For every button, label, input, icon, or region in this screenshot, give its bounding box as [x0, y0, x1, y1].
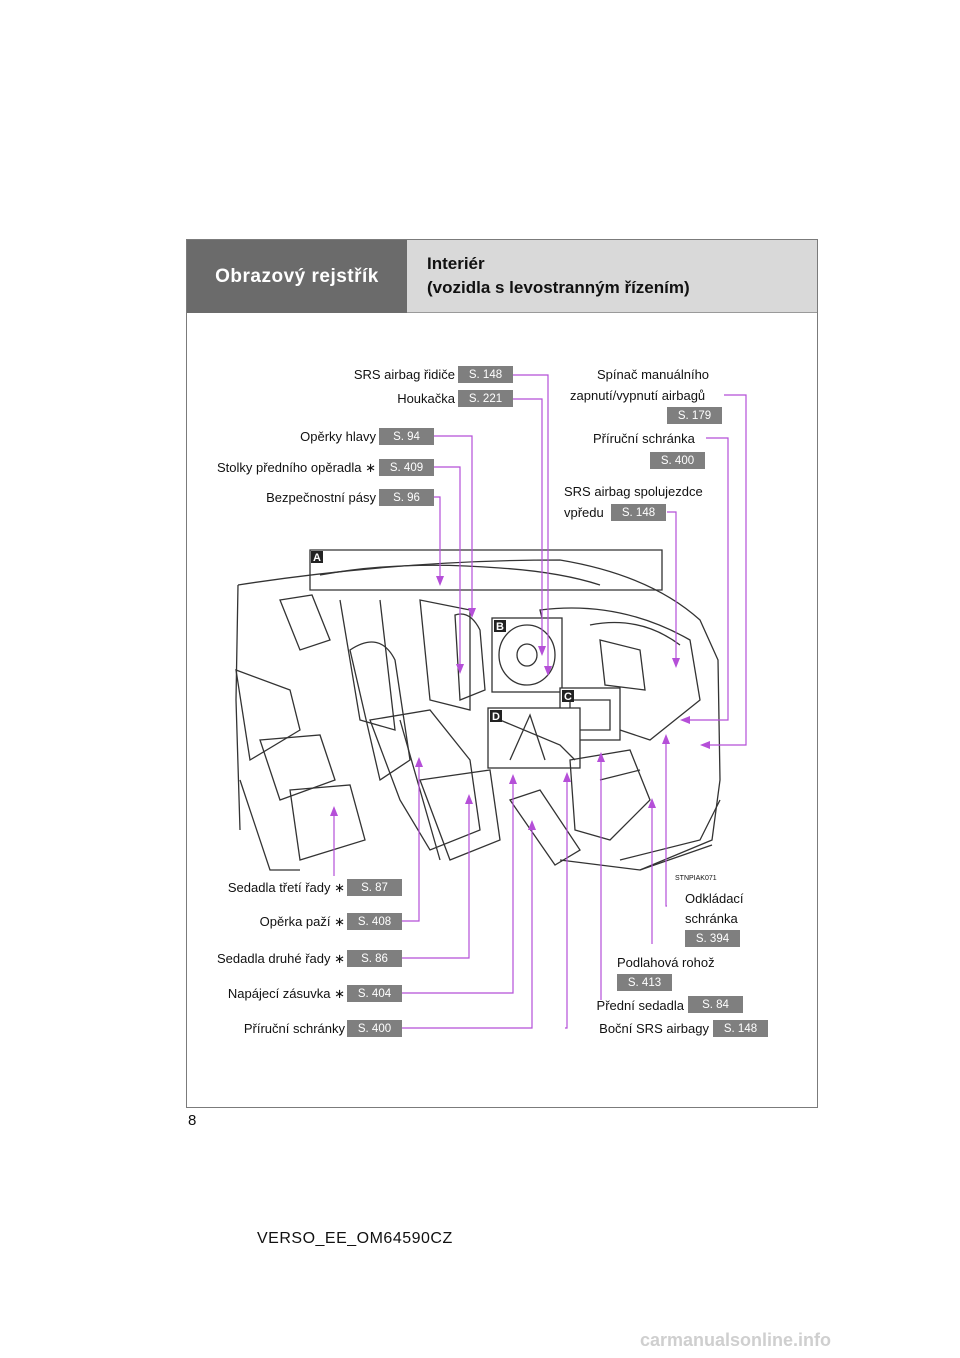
- armrest-label: Opěrka paží ∗: [259, 914, 345, 929]
- glove-box-label: Příruční schránka: [593, 431, 695, 446]
- horn-label: Houkačka: [397, 391, 455, 406]
- third-row-label: Sedadla třetí řady ∗: [227, 880, 345, 895]
- power-outlet-label: Napájecí zásuvka ∗: [227, 986, 345, 1001]
- side-airbags-label: Boční SRS airbagy: [599, 1021, 709, 1036]
- storage-boxes-label: Příruční schránky: [243, 1021, 345, 1036]
- third-row-ref[interactable]: S. 87: [347, 879, 402, 896]
- seat-belts-label: Bezpečnostní pásy: [266, 490, 376, 505]
- watermark: carmanualsonline.info: [640, 1330, 832, 1350]
- glove-box-ref[interactable]: S. 400: [650, 452, 705, 469]
- page-frame: [186, 239, 818, 1108]
- front-seats-ref[interactable]: S. 84: [688, 996, 743, 1013]
- airbag-switch-label-1: Spínač manuálního: [597, 367, 710, 382]
- seatback-tables-ref[interactable]: S. 409: [379, 459, 434, 476]
- section-tab: Obrazový rejstřík: [187, 240, 407, 313]
- marker-b: B: [496, 621, 504, 633]
- storage-boxes-ref[interactable]: S. 400: [347, 1020, 402, 1037]
- horn-ref[interactable]: S. 221: [458, 390, 513, 407]
- armrest-ref[interactable]: S. 408: [347, 913, 402, 930]
- srs-driver-ref[interactable]: S. 148: [458, 366, 513, 383]
- page-header: Interiér (vozidla s levostranným řízením…: [407, 240, 817, 313]
- seatback-tables-label: Stolky předního opěradla ∗: [216, 460, 376, 475]
- srs-driver-label: SRS airbag řidiče: [353, 367, 455, 382]
- second-row-label: Sedadla druhé řady ∗: [217, 951, 345, 966]
- headrests-label: Opěrky hlavy: [300, 429, 376, 444]
- tray-label-2: schránka: [685, 911, 738, 926]
- page-number: 8: [188, 1112, 197, 1129]
- page-subtitle: (vozidla s levostranným řízením): [427, 278, 690, 297]
- srs-passenger-label-1: SRS airbag spolujezdce: [564, 484, 703, 499]
- marker-c: C: [564, 691, 572, 703]
- headrests-ref[interactable]: S. 94: [379, 428, 434, 445]
- power-outlet-ref[interactable]: S. 404: [347, 985, 402, 1002]
- floor-mat-label: Podlahová rohož: [617, 955, 715, 970]
- srs-passenger-ref[interactable]: S. 148: [611, 504, 666, 521]
- marker-a: A: [313, 552, 321, 564]
- tray-label-1: Odkládací: [685, 891, 744, 906]
- second-row-ref[interactable]: S. 86: [347, 950, 402, 967]
- airbag-switch-label-2: zapnutí/vypnutí airbagů: [570, 388, 706, 403]
- illustration-code: STNPIAK071: [675, 875, 717, 882]
- floor-mat-ref[interactable]: S. 413: [617, 974, 672, 991]
- marker-d: D: [492, 711, 500, 723]
- srs-passenger-label-2: vpředu: [564, 505, 604, 520]
- front-seats-label: Přední sedadla: [596, 998, 684, 1013]
- airbag-switch-ref[interactable]: S. 179: [667, 407, 722, 424]
- document-code: VERSO_EE_OM64590CZ: [257, 1230, 453, 1247]
- seat-belts-ref[interactable]: S. 96: [379, 489, 434, 506]
- side-airbags-ref[interactable]: S. 148: [713, 1020, 768, 1037]
- tray-ref[interactable]: S. 394: [685, 930, 740, 947]
- page-title: Interiér: [427, 254, 485, 273]
